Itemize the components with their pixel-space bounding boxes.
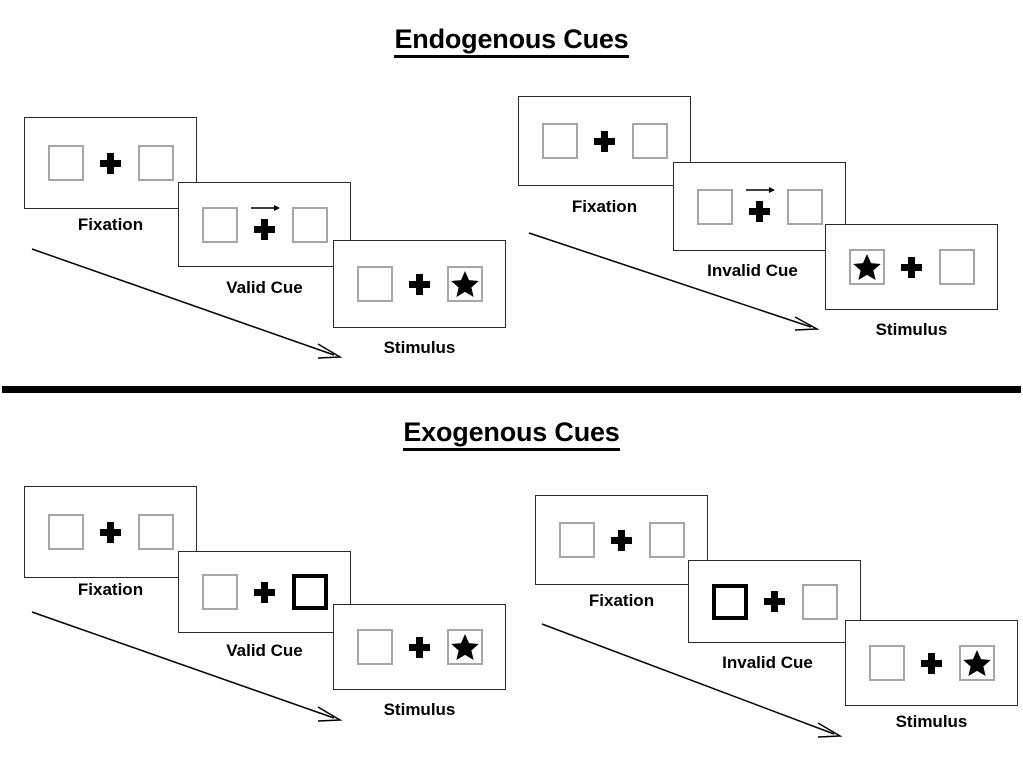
flow-arrow-endogenous-valid: [31, 248, 343, 359]
panel-content: [334, 605, 505, 689]
section-title-endogenous-text: Endogenous Cues: [394, 24, 629, 58]
label-endogenous-valid-stimulus: Stimulus: [383, 338, 456, 357]
box-right: [648, 522, 685, 558]
box-right: [137, 514, 174, 550]
panel-exogenous-valid-fixation: [24, 486, 197, 578]
panel-endogenous-invalid-fixation: [518, 96, 691, 186]
label-exogenous-valid-fixation: Fixation: [77, 580, 144, 599]
section-divider: [2, 386, 1021, 393]
panel-exogenous-valid-cue: [178, 551, 351, 633]
box-left-cued: [711, 583, 748, 620]
plus-icon: [749, 201, 770, 222]
box-left: [558, 522, 595, 558]
plus-icon: [764, 591, 785, 612]
label-exogenous-invalid-stimulus: Stimulus: [895, 712, 968, 731]
section-title-endogenous: Endogenous Cues: [0, 24, 1023, 58]
plus-icon: [921, 652, 942, 674]
fixation-slot: [393, 621, 447, 673]
panel-exogenous-invalid-cue: [688, 560, 861, 643]
label-endogenous-invalid-cue: Invalid Cue: [707, 261, 798, 280]
box-right: [291, 206, 328, 243]
panel-endogenous-valid-stimulus: [333, 240, 506, 328]
fixation-slot: [578, 115, 632, 167]
fixation-slot: [393, 258, 447, 310]
fixation-slot: [84, 137, 138, 189]
panel-endogenous-invalid-cue: [673, 162, 846, 251]
plus-icon: [254, 581, 275, 603]
plus-icon: [254, 219, 275, 240]
star-icon: [450, 271, 479, 297]
star-icon: [962, 650, 991, 676]
box-left: [201, 206, 238, 243]
box-right: [446, 629, 483, 665]
box-right: [631, 123, 668, 159]
box-right: [786, 188, 823, 225]
label-endogenous-invalid-stimulus: Stimulus: [875, 320, 948, 339]
fixation-slot: [84, 506, 138, 558]
panel-endogenous-valid-fixation: [24, 117, 197, 209]
box-left: [201, 574, 238, 610]
box-right: [958, 645, 995, 681]
plus-icon: [594, 130, 615, 152]
fixation-slot: [238, 199, 292, 251]
box-left: [696, 188, 733, 225]
plus-icon: [100, 152, 121, 174]
panel-exogenous-invalid-stimulus: [845, 620, 1018, 706]
box-left: [47, 514, 84, 550]
panel-content: [674, 163, 845, 250]
label-endogenous-valid-cue: Valid Cue: [226, 278, 303, 297]
box-left: [356, 266, 393, 302]
panel-endogenous-invalid-stimulus: [825, 224, 998, 310]
fixation-slot: [733, 181, 787, 233]
plus-icon: [901, 256, 922, 278]
panel-endogenous-valid-cue: [178, 182, 351, 267]
box-left: [541, 123, 578, 159]
box-right: [137, 145, 174, 181]
box-left: [47, 145, 84, 181]
panel-exogenous-valid-stimulus: [333, 604, 506, 690]
fixation-slot: [748, 576, 802, 628]
plus-icon: [611, 529, 632, 551]
label-exogenous-valid-cue: Valid Cue: [226, 641, 303, 660]
flow-arrow-exogenous-invalid: [541, 623, 843, 738]
flow-arrow-exogenous-valid: [31, 611, 343, 722]
panel-content: [179, 183, 350, 266]
fixation-slot: [595, 514, 649, 566]
panel-content: [519, 97, 690, 185]
panel-exogenous-invalid-fixation: [535, 495, 708, 585]
section-title-exogenous: Exogenous Cues: [0, 417, 1023, 451]
panel-content: [846, 621, 1017, 705]
label-exogenous-invalid-fixation: Fixation: [588, 591, 655, 610]
star-icon: [450, 634, 479, 660]
box-left: [356, 629, 393, 665]
fixation-slot: [905, 637, 959, 689]
fixation-slot: [238, 566, 292, 618]
label-exogenous-valid-stimulus: Stimulus: [383, 700, 456, 719]
panel-content: [25, 487, 196, 577]
flow-arrow-endogenous-invalid: [528, 232, 820, 331]
fixation-slot: [885, 241, 939, 293]
section-title-exogenous-text: Exogenous Cues: [403, 417, 620, 451]
plus-icon: [100, 521, 121, 543]
panel-content: [689, 561, 860, 642]
plus-icon: [409, 273, 430, 295]
box-right: [938, 249, 975, 285]
box-left: [848, 249, 885, 285]
panel-content: [826, 225, 997, 309]
panel-content: [179, 552, 350, 632]
box-right-cued: [291, 574, 328, 610]
arrow-right-icon: [250, 204, 280, 211]
label-exogenous-invalid-cue: Invalid Cue: [722, 653, 813, 672]
label-endogenous-invalid-fixation: Fixation: [571, 197, 638, 216]
box-left: [868, 645, 905, 681]
panel-content: [25, 118, 196, 208]
panel-content: [536, 496, 707, 584]
arrow-right-icon: [745, 186, 775, 193]
plus-icon: [409, 636, 430, 658]
panel-content: [334, 241, 505, 327]
box-right: [446, 266, 483, 302]
star-icon: [852, 254, 881, 280]
box-right: [801, 583, 838, 620]
label-endogenous-valid-fixation: Fixation: [77, 215, 144, 234]
